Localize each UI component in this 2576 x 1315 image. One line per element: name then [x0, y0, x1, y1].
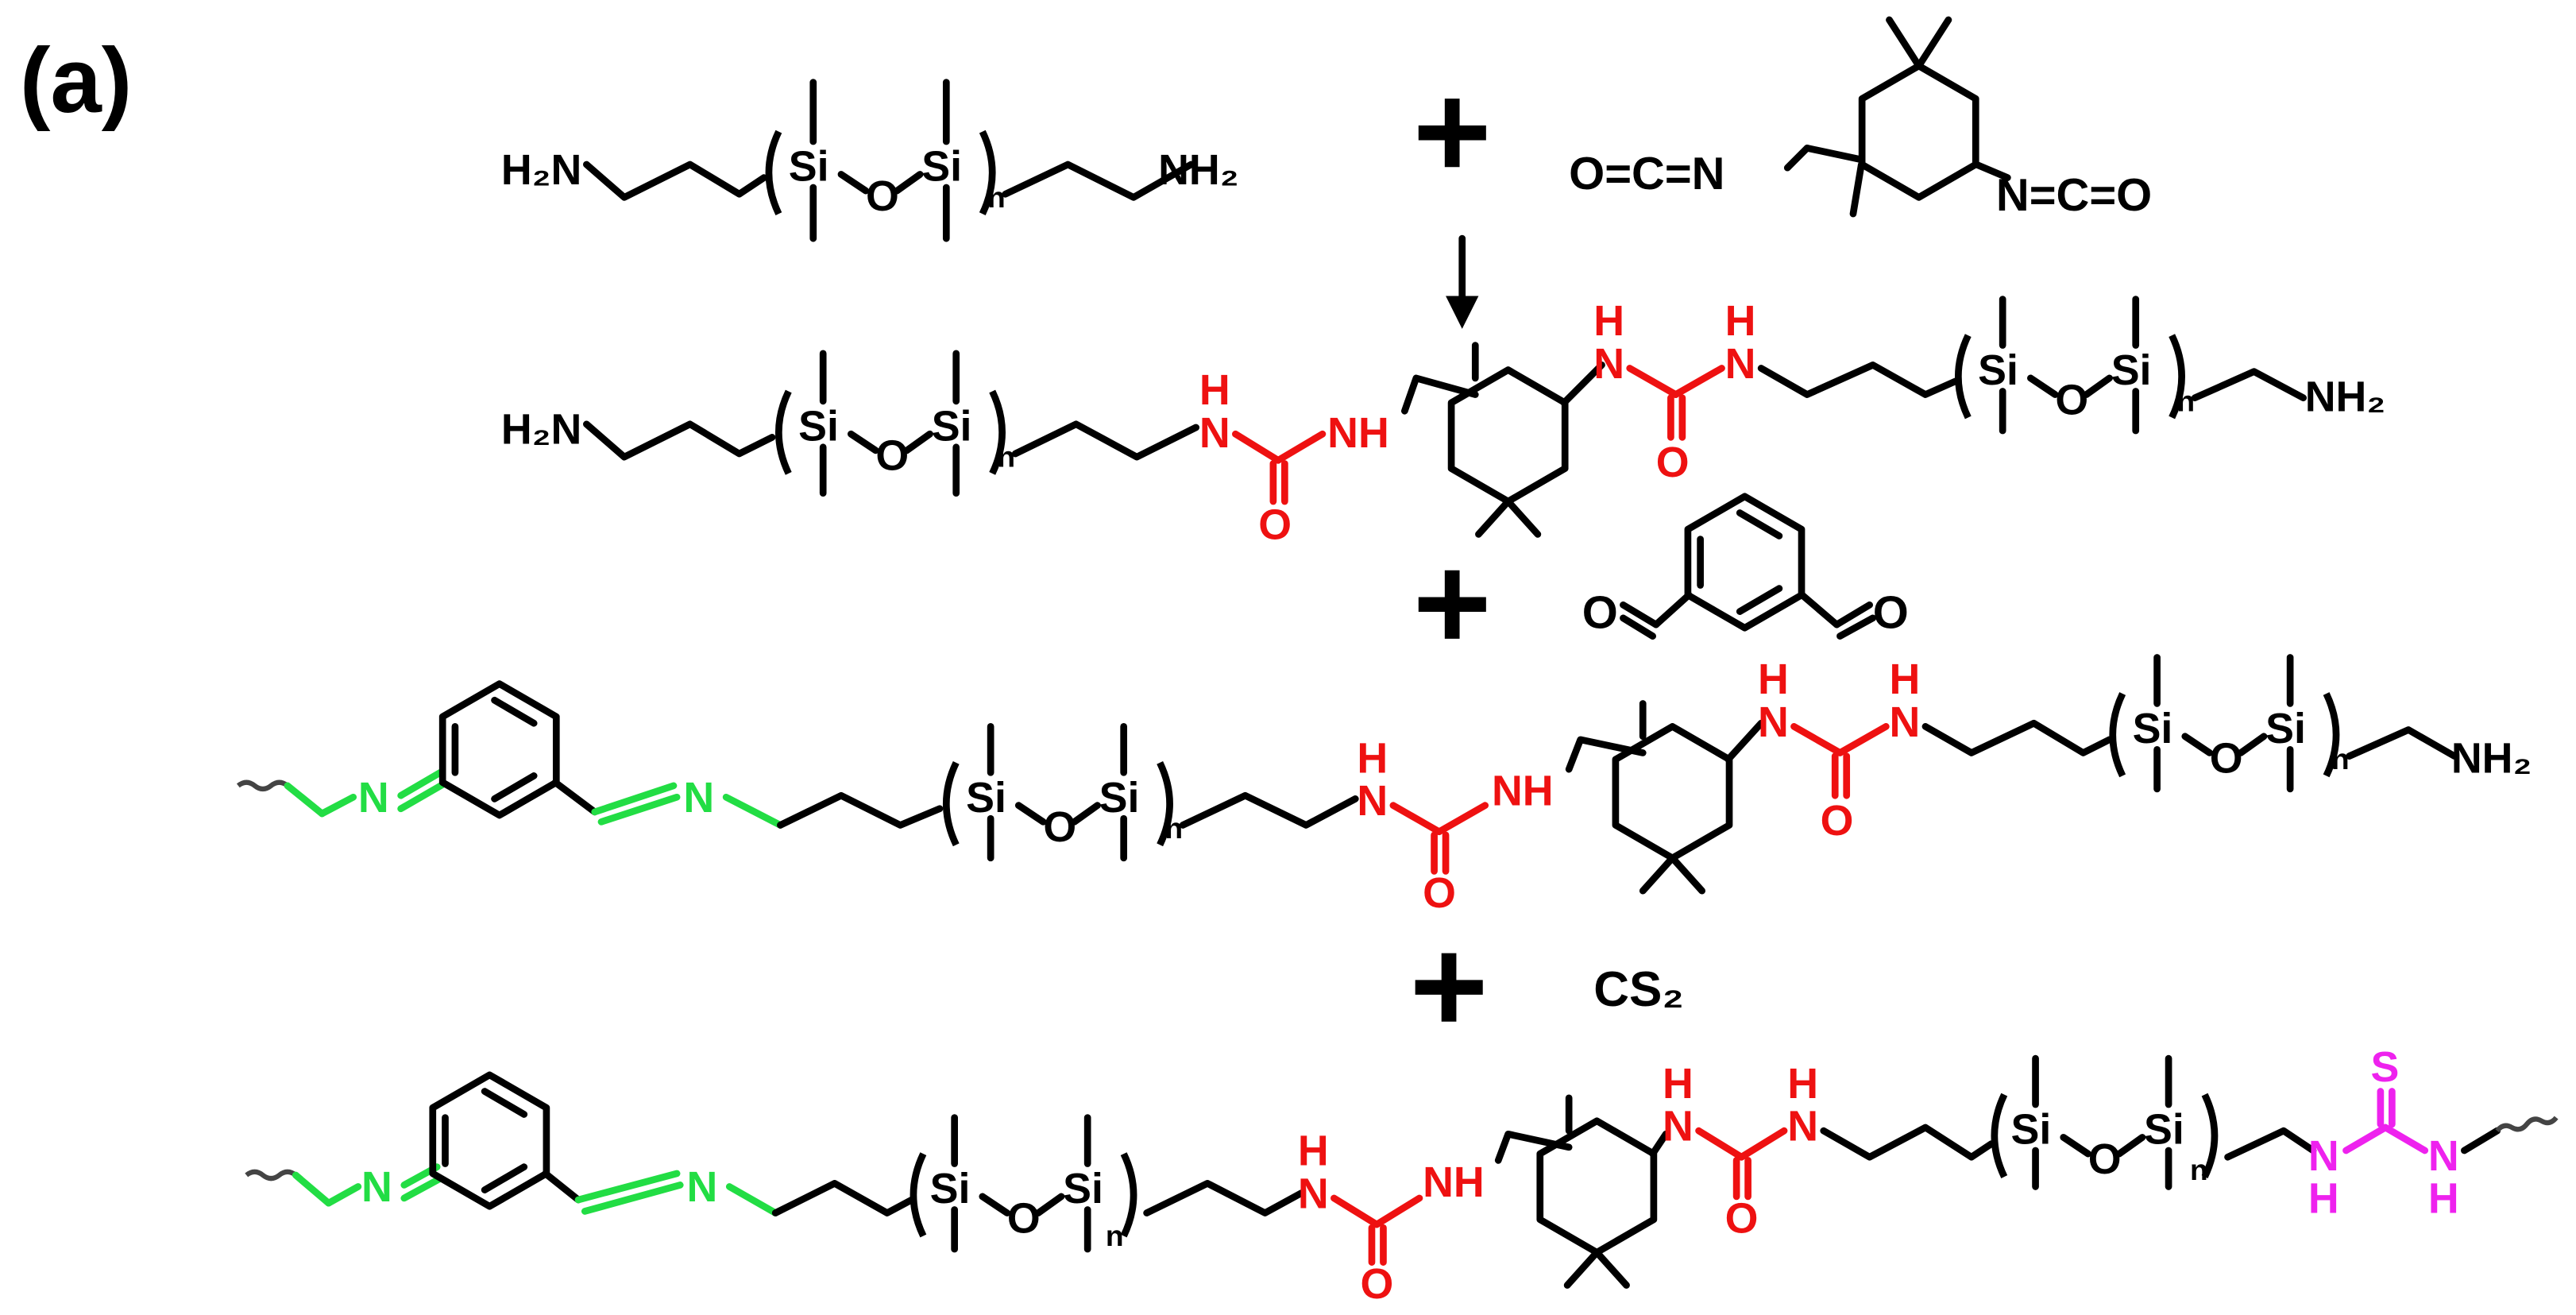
- repeat-unit-n: n: [2190, 1153, 2208, 1186]
- amine-group-right: NH₂: [2451, 734, 2532, 782]
- reaction-arrow: [1446, 234, 1479, 329]
- plus-sign: +: [1413, 56, 1492, 207]
- repeat-unit-n: n: [987, 180, 1006, 214]
- thiourea-nh: N: [2428, 1132, 2459, 1180]
- thiourea-sulfur: S: [2370, 1043, 2399, 1091]
- aldehyde-oxygen: O: [1582, 587, 1618, 638]
- urea-h: H: [1758, 656, 1789, 703]
- oxygen-atom: O: [2210, 734, 2243, 782]
- urea-nh: N: [1199, 409, 1230, 457]
- isophthalaldehyde: O O: [1582, 497, 1909, 640]
- oxygen-atom: O: [1007, 1194, 1041, 1242]
- urea-oxygen: O: [1361, 1260, 1394, 1308]
- oxygen-atom: O: [2055, 376, 2088, 424]
- plus-sign: +: [1413, 527, 1492, 678]
- amine-group-right: NH₂: [2305, 373, 2386, 420]
- urea-prepolymer: H₂N Si O Si n N H O NH N H O N: [501, 296, 2386, 549]
- urea-nh: NH: [1327, 409, 1389, 457]
- urea-h: H: [1357, 734, 1388, 782]
- urea-h: H: [1889, 656, 1920, 703]
- thiourea-h: H: [2308, 1175, 2339, 1223]
- imine-nitrogen: N: [358, 774, 389, 822]
- imine-polymer: N N Si O Si n N H O NH N: [236, 654, 2532, 917]
- urea-nh: N: [1725, 340, 1756, 388]
- urea-oxygen: O: [1821, 797, 1854, 845]
- silicon-atom: Si: [2133, 705, 2173, 752]
- oxygen-atom: O: [875, 432, 909, 480]
- oxygen-atom: O: [1043, 803, 1076, 851]
- urea-nh: NH: [1423, 1158, 1485, 1206]
- silicon-atom: Si: [2265, 705, 2306, 752]
- urea-h: H: [1725, 297, 1756, 345]
- urea-h: H: [1663, 1060, 1694, 1108]
- urea-oxygen: O: [1423, 869, 1456, 917]
- amine-group-right: NH₂: [1158, 146, 1239, 194]
- urea-nh: N: [1663, 1103, 1694, 1151]
- diamine-pdms: H₂N Si O Si n NH₂: [501, 79, 1239, 242]
- silicon-atom: Si: [2111, 346, 2152, 394]
- silicon-atom: Si: [2144, 1106, 2184, 1154]
- urea-oxygen: O: [1725, 1194, 1759, 1242]
- urea-oxygen: O: [1656, 439, 1690, 486]
- silicon-atom: Si: [930, 1165, 971, 1213]
- isocyanate-left: O=C=N: [1569, 149, 1724, 199]
- repeat-unit-n: n: [1106, 1219, 1124, 1252]
- imine-nitrogen: N: [361, 1163, 392, 1211]
- amine-group-left: H₂N: [501, 146, 582, 194]
- thiourea-h: H: [2428, 1175, 2459, 1223]
- repeat-unit-n: n: [2176, 384, 2195, 417]
- imine-nitrogen: N: [687, 1163, 718, 1211]
- urea-h: H: [1298, 1127, 1329, 1175]
- aldehyde-oxygen: O: [1873, 587, 1909, 638]
- carbon-disulfide: CS₂: [1593, 962, 1684, 1017]
- plus-sign: +: [1410, 910, 1489, 1061]
- oxygen-atom: O: [866, 172, 899, 220]
- repeat-unit-n: n: [997, 440, 1015, 474]
- urea-nh: N: [1298, 1170, 1329, 1217]
- urea-h: H: [1593, 297, 1624, 345]
- silicon-atom: Si: [1099, 774, 1140, 822]
- urea-h: H: [1787, 1060, 1818, 1108]
- silicon-atom: Si: [2011, 1106, 2052, 1154]
- urea-h: H: [1199, 366, 1230, 414]
- imine-nitrogen: N: [683, 774, 714, 822]
- urea-oxygen: O: [1258, 501, 1292, 549]
- silicon-atom: Si: [798, 402, 839, 450]
- panel-label: (a): [20, 29, 133, 132]
- isophorone-diisocyanate: O=C=N N=C=O: [1569, 16, 2152, 221]
- amine-group-left: H₂N: [501, 406, 582, 454]
- silicon-atom: Si: [1063, 1165, 1103, 1213]
- isocyanate-right: N=C=O: [1996, 170, 2152, 221]
- urea-nh: N: [1758, 698, 1789, 746]
- urea-nh: NH: [1492, 768, 1554, 815]
- urea-nh: N: [1889, 698, 1920, 746]
- repeat-unit-n: n: [1164, 811, 1183, 845]
- thiourea-crosslinked-polymer: N N Si O Si n N H O NH N: [245, 1043, 2559, 1308]
- urea-nh: N: [1593, 340, 1624, 388]
- silicon-atom: Si: [921, 143, 962, 191]
- silicon-atom: Si: [1978, 346, 2018, 394]
- silicon-atom: Si: [789, 143, 829, 191]
- silicon-atom: Si: [932, 402, 972, 450]
- oxygen-atom: O: [2088, 1135, 2122, 1183]
- silicon-atom: Si: [966, 774, 1006, 822]
- repeat-unit-n: n: [2331, 742, 2350, 775]
- thiourea-nh: N: [2308, 1132, 2339, 1180]
- urea-nh: N: [1787, 1103, 1818, 1151]
- urea-nh: N: [1357, 777, 1388, 825]
